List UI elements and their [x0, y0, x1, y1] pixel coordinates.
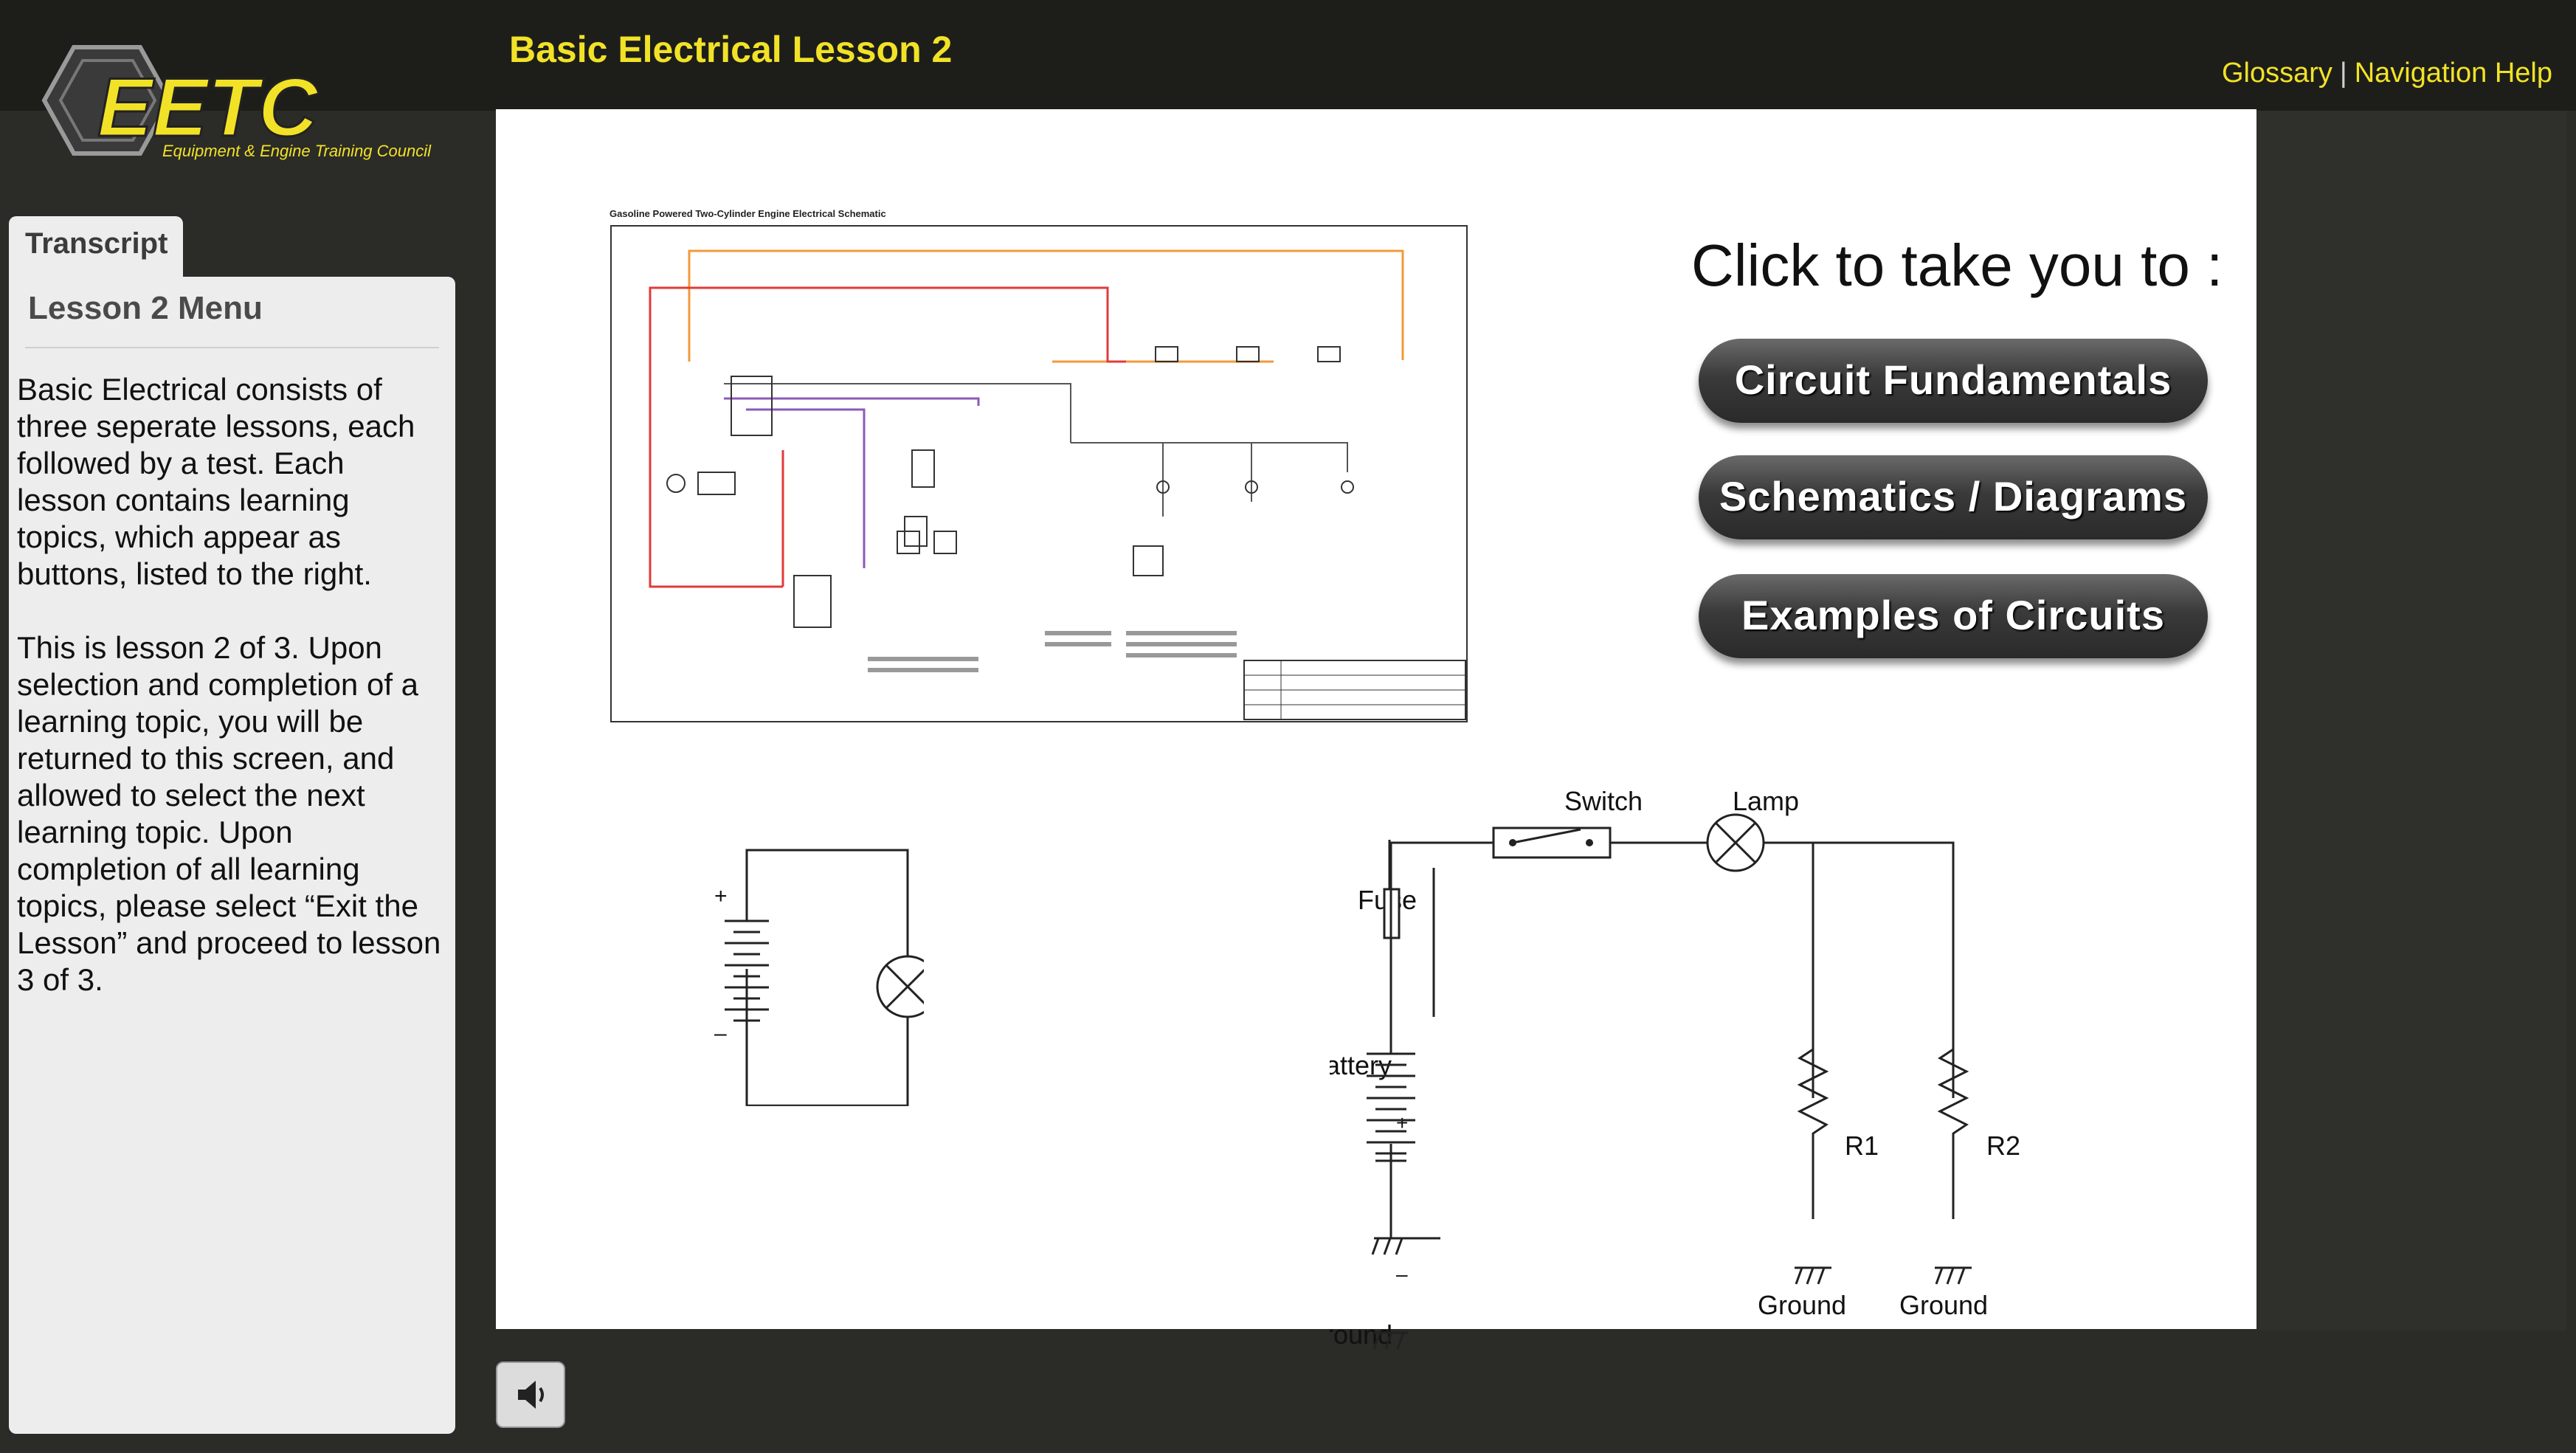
- menu-title: Lesson 2 Menu: [28, 290, 263, 326]
- navigation-help-link[interactable]: Navigation Help: [2354, 58, 2552, 89]
- divider: [25, 347, 439, 348]
- course-title: Basic Electrical Lesson 2: [509, 29, 953, 70]
- r1-label: R1: [1845, 1131, 1879, 1161]
- eetc-logo: EETC Equipment & Engine Training Council: [41, 45, 432, 160]
- battery-plus: +: [1396, 1111, 1408, 1134]
- top-bar: [0, 0, 2576, 111]
- right-panel: [2256, 111, 2566, 1331]
- speaker-icon: [518, 1381, 544, 1409]
- lamp-label: Lamp: [1733, 786, 1799, 816]
- transcript-paragraph-1: Basic Electrical consists of three seper…: [17, 372, 415, 591]
- transcript-paragraph-2: This is lesson 2 of 3. Upon selection an…: [17, 630, 441, 997]
- circuit-fundamentals-button[interactable]: Circuit Fundamentals: [1699, 339, 2208, 423]
- topic-prompt: Click to take you to :: [1691, 232, 2223, 298]
- link-separator: |: [2339, 58, 2347, 89]
- simple-battery-plus: +: [714, 884, 728, 908]
- ground-label-r2: Ground: [1899, 1290, 1988, 1320]
- ground-label-battery: Ground: [1330, 1319, 1392, 1350]
- switch-label: Switch: [1564, 786, 1643, 816]
- simple-circuit-diagram: + –: [714, 849, 924, 1106]
- simple-battery-minus: –: [714, 1021, 727, 1046]
- schematic-title: Gasoline Powered Two-Cylinder Engine Ele…: [610, 208, 886, 219]
- lesson-content: Gasoline Powered Two-Cylinder Engine Ele…: [496, 109, 2256, 1350]
- logo-subtitle: Equipment & Engine Training Council: [162, 142, 432, 160]
- battery-minus: –: [1396, 1263, 1408, 1285]
- schematics-diagrams-button[interactable]: Schematics / Diagrams: [1699, 455, 2208, 539]
- examples-of-circuits-button[interactable]: Examples of Circuits: [1699, 574, 2208, 658]
- transcript-text: Basic Electrical consists of three seper…: [17, 371, 441, 1035]
- transcript-panel: Transcript Lesson 2 Menu Basic Electrica…: [9, 216, 455, 1434]
- lamp-circuit-diagram: Switch Lamp Fuse Battery + – Ground R1 R…: [1330, 786, 2020, 1350]
- engine-schematic-image: Gasoline Powered Two-Cylinder Engine Ele…: [610, 208, 1468, 722]
- transcript-box: Lesson 2 Menu Basic Electrical consists …: [9, 277, 455, 1434]
- logo-text: EETC: [97, 61, 320, 153]
- glossary-link[interactable]: Glossary: [2221, 58, 2332, 89]
- audio-button[interactable]: [496, 1361, 565, 1428]
- r2-label: R2: [1986, 1131, 2020, 1161]
- top-links: Glossary|Navigation Help: [2222, 58, 2552, 89]
- tab-transcript[interactable]: Transcript: [9, 216, 183, 277]
- ground-label-r1: Ground: [1758, 1290, 1846, 1320]
